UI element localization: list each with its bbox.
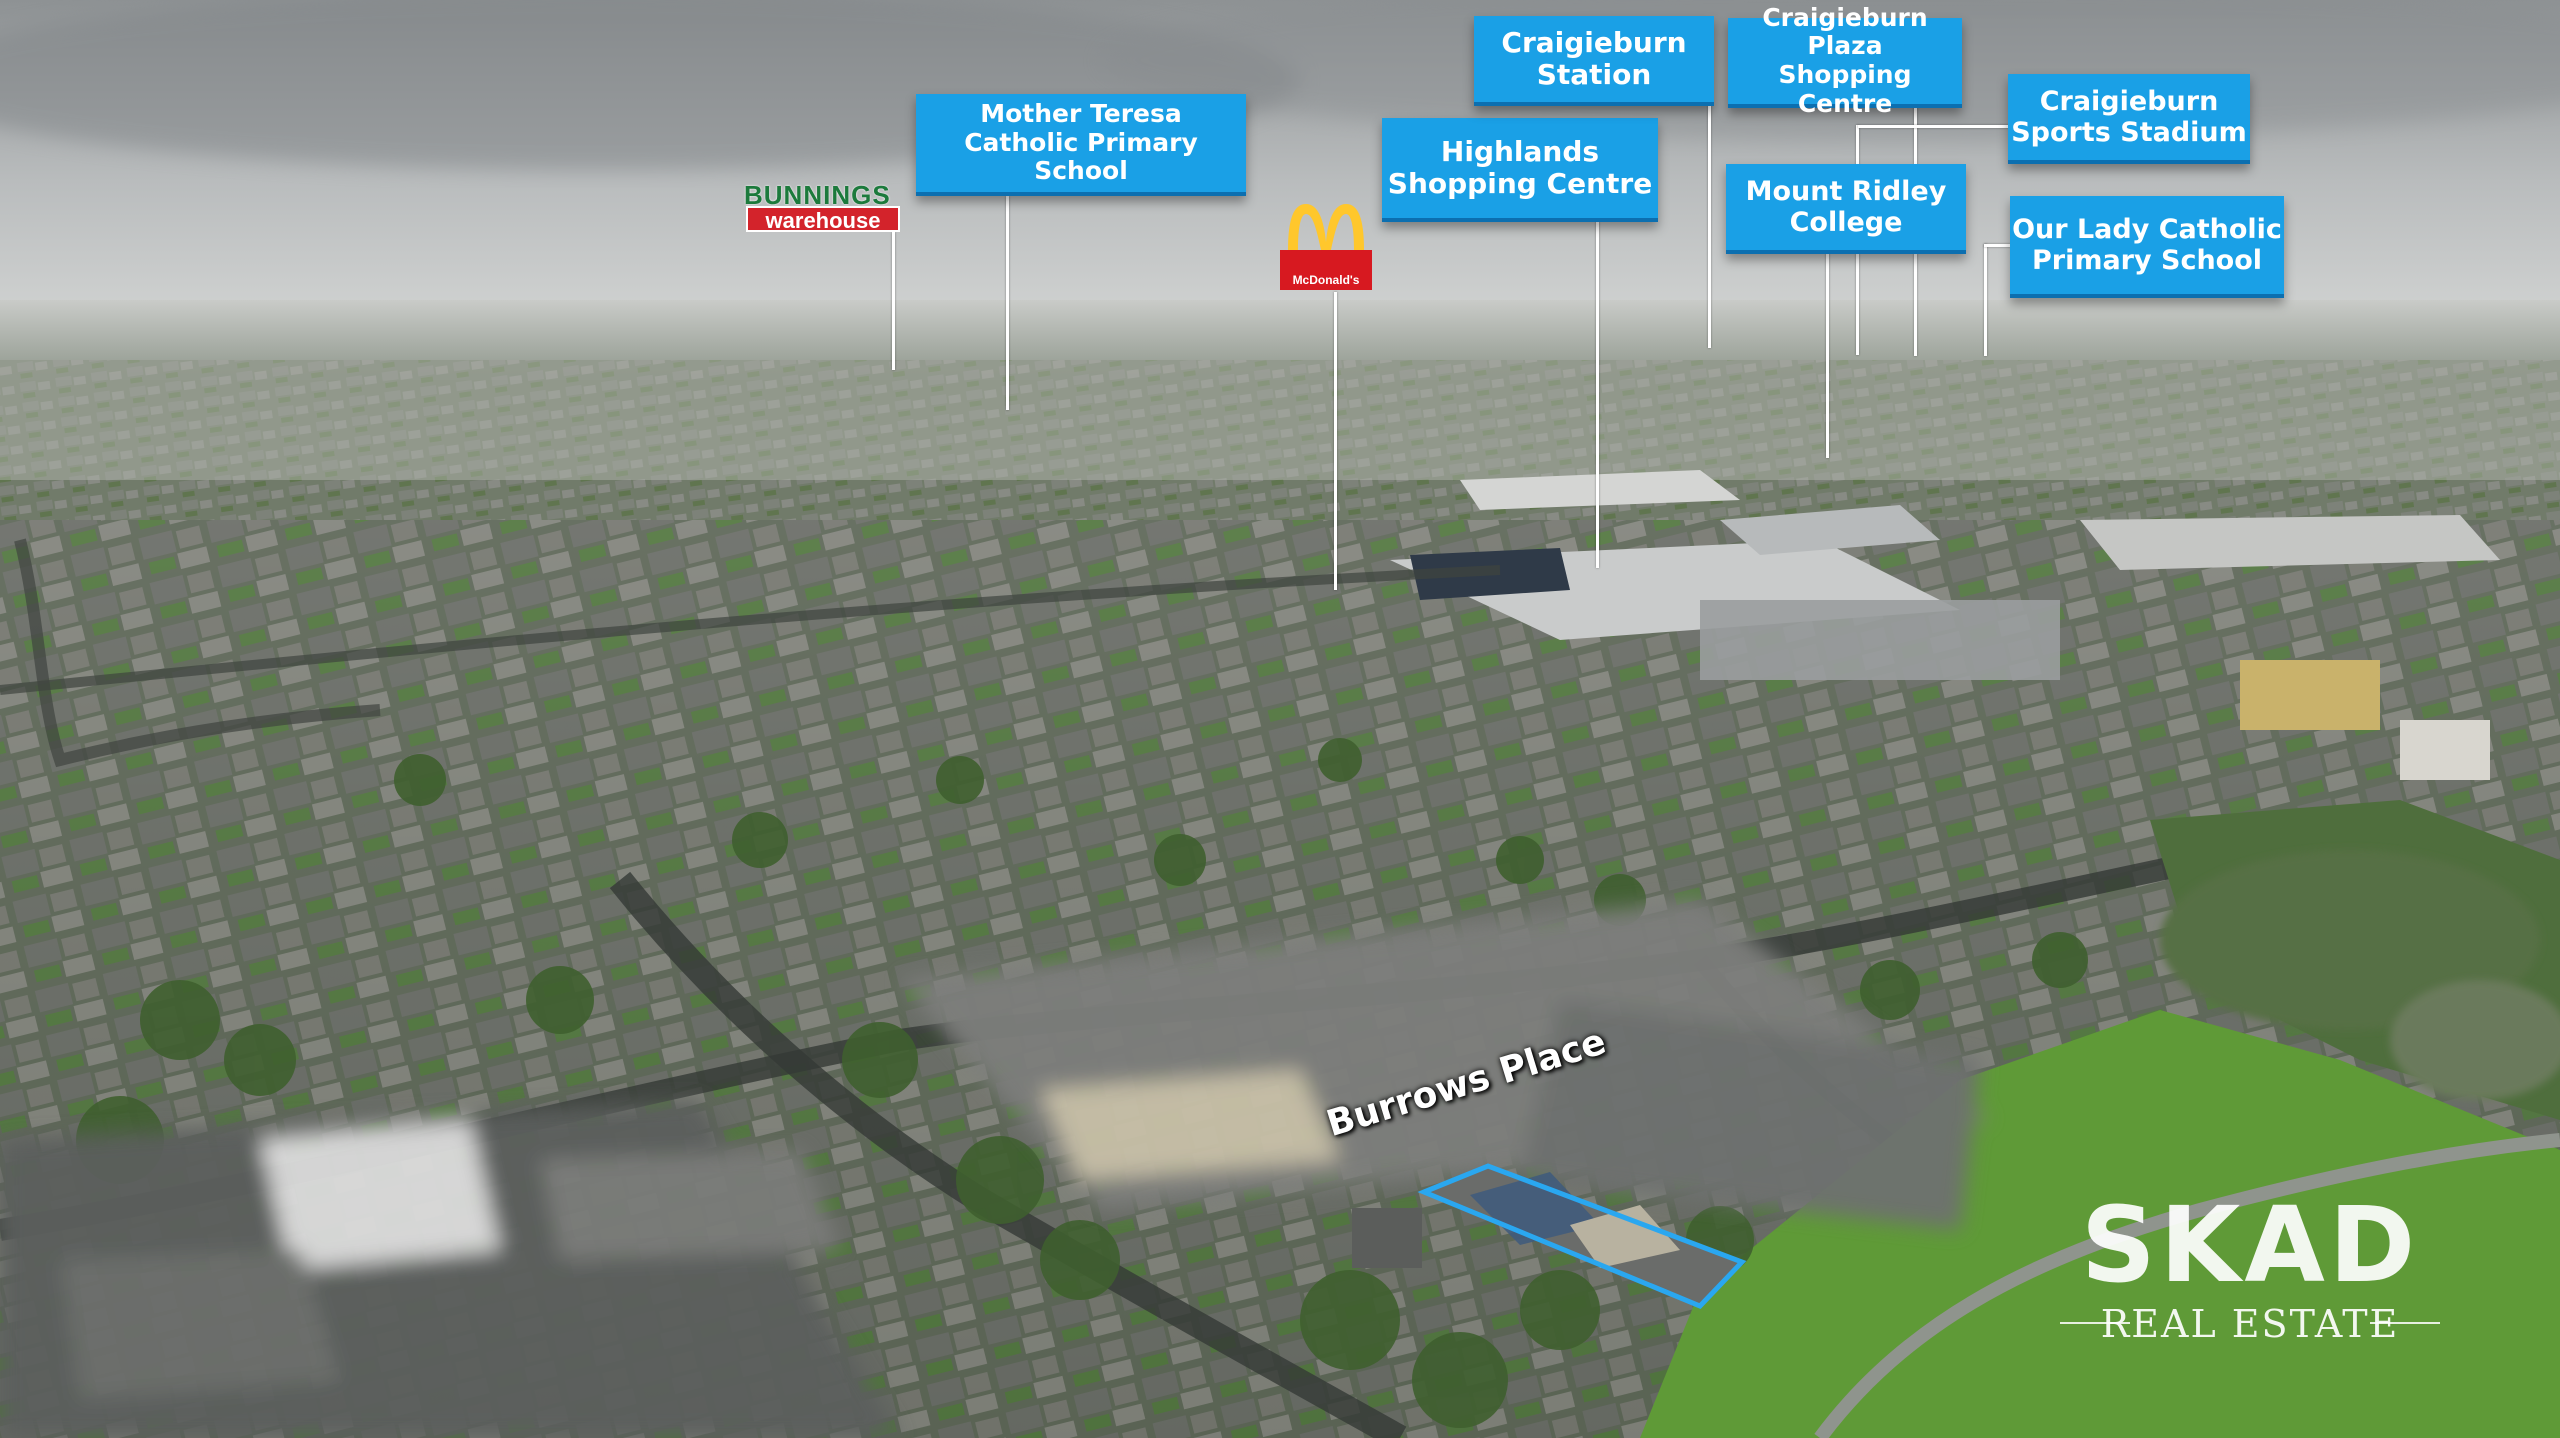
pin-connector-stadium bbox=[1858, 125, 2010, 128]
bunnings-logo-top: BUNNINGS bbox=[744, 180, 891, 210]
pin-craigieburn-station bbox=[1708, 102, 1711, 348]
bunnings-logo-bottom: warehouse bbox=[746, 206, 900, 233]
mcdonalds-logo-text: McDonald's bbox=[1293, 273, 1360, 287]
label-sports-stadium-text: Craigieburn Sports Stadium bbox=[2011, 85, 2247, 148]
pin-connector-our-lady bbox=[1984, 244, 2012, 247]
label-craigieburn-plaza-text: Craigieburn Plaza Shopping Centre bbox=[1762, 2, 1928, 118]
label-sports-stadium: Craigieburn Sports Stadium bbox=[2008, 74, 2250, 164]
pin-mother-teresa bbox=[1006, 196, 1009, 410]
pin-mcdonalds bbox=[1334, 292, 1337, 590]
label-craigieburn-station-text: Craigieburn Station bbox=[1501, 25, 1687, 91]
pin-our-lady bbox=[1984, 244, 1987, 356]
brand-line-left bbox=[2060, 1322, 2130, 1324]
pin-highlands bbox=[1596, 218, 1599, 568]
pin-mount-ridley bbox=[1826, 250, 1829, 458]
label-craigieburn-station: Craigieburn Station bbox=[1474, 16, 1714, 106]
mcdonalds-logo: McDonald's bbox=[1280, 200, 1372, 292]
label-mount-ridley-text: Mount Ridley College bbox=[1745, 175, 1947, 238]
label-highlands-text: Highlands Shopping Centre bbox=[1387, 134, 1653, 200]
brand-name: SKAD bbox=[2080, 1184, 2420, 1306]
brand-watermark: SKAD REAL ESTATE bbox=[2060, 1190, 2440, 1350]
bunnings-logo: BUNNINGS warehouse bbox=[744, 180, 902, 233]
label-highlands: Highlands Shopping Centre bbox=[1382, 118, 1658, 222]
label-mother-teresa-text: Mother Teresa Catholic Primary School bbox=[964, 98, 1198, 186]
label-mount-ridley: Mount Ridley College bbox=[1726, 164, 1966, 254]
label-our-lady-text: Our Lady Catholic Primary School bbox=[2012, 213, 2282, 276]
label-mother-teresa: Mother Teresa Catholic Primary School bbox=[916, 94, 1246, 196]
label-craigieburn-plaza: Craigieburn Plaza Shopping Centre bbox=[1728, 3, 1962, 118]
brand-sub: REAL ESTATE bbox=[2100, 1302, 2400, 1346]
pin-bunnings bbox=[892, 232, 895, 370]
mcdonalds-arches-icon: McDonald's bbox=[1280, 204, 1372, 290]
label-our-lady: Our Lady Catholic Primary School bbox=[2010, 196, 2284, 298]
brand-line-right bbox=[2370, 1322, 2440, 1324]
